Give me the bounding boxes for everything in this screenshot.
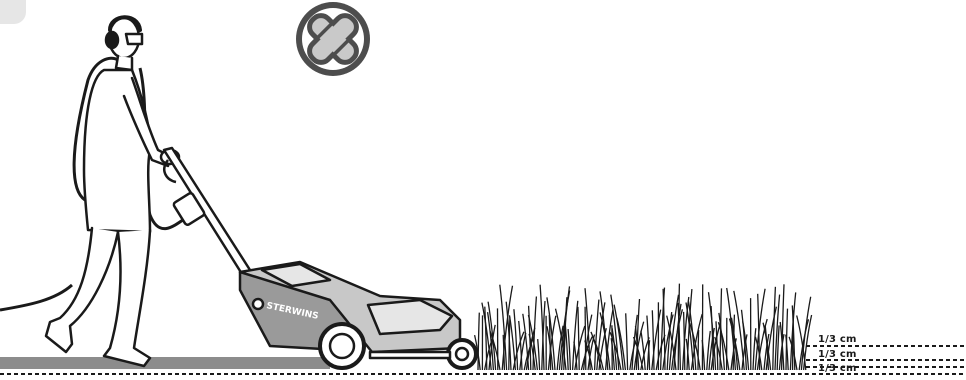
prohibited-cross-icon <box>293 0 372 79</box>
grass-blade <box>585 307 586 370</box>
tall-grass <box>475 284 812 370</box>
cut-height-label-top: 1/3 cm <box>818 334 857 345</box>
ground-strip <box>0 357 330 369</box>
cut-height-label-bottom: 1/3 cm <box>818 363 857 374</box>
grass-blade <box>626 313 628 370</box>
operator-figure <box>46 17 179 366</box>
grass-blade <box>734 291 744 370</box>
mower-handle <box>164 148 250 274</box>
grass-blade <box>698 330 699 370</box>
lawn-mower <box>240 262 476 368</box>
grass-blade <box>538 339 540 370</box>
grass-blade <box>578 307 579 370</box>
cut-height-label-middle: 1/3 cm <box>818 349 857 360</box>
grass-blade <box>684 312 685 370</box>
